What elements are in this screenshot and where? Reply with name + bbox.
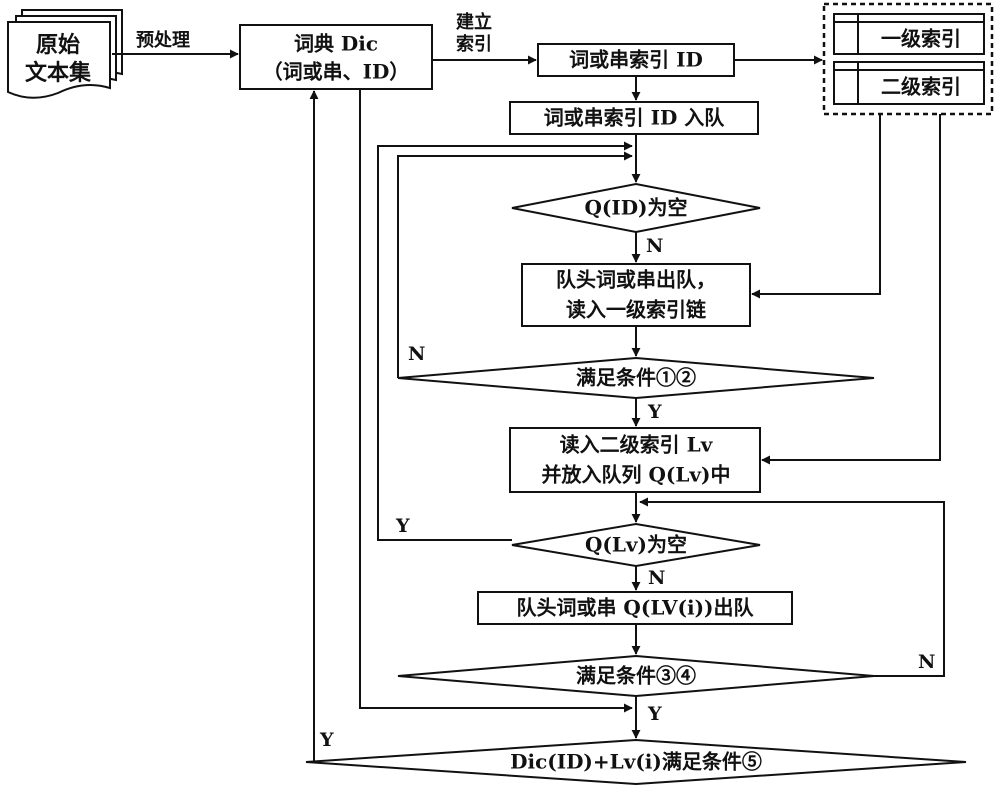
index-panel [822, 2, 994, 116]
raw-corpus-label-line1: 原始 [36, 32, 80, 58]
cond-34-label: 满足条件③④ [576, 664, 696, 688]
level1-index-label: 一级索引 [881, 27, 961, 51]
edge-level2-to-readlv-arrow [761, 114, 941, 465]
edge-dictionary-to-cond5-arrow [359, 89, 633, 713]
edge-cond5-y-label: Y [319, 729, 334, 751]
dequeue-lv-box [477, 591, 793, 625]
dictionary-box [239, 24, 433, 90]
read-lv-label-line2: 并放入队列 Q(Lv)中 [542, 463, 731, 487]
edge-cond12-n-label: N [408, 343, 425, 365]
edge-cond12-n-loop-arrow [397, 151, 633, 378]
edge-preprocess-label: 预处理 [136, 29, 190, 51]
dequeue-head-box [521, 263, 751, 327]
dictionary-label-line2: （词或串、ID） [263, 60, 410, 84]
enqueue-box [509, 101, 759, 135]
edge-cond5-y-loop-arrow [306, 90, 319, 763]
edge-cond34-y-label: Y [647, 703, 662, 725]
edge-cond34-n-label: N [918, 651, 935, 673]
read-lv-label-line1: 读入二级索引 Lv [560, 433, 714, 457]
cond-5-decision [305, 738, 967, 786]
edge-qlv-n-label: N [648, 567, 665, 589]
dictionary-label-line1: 词典 Dic [294, 32, 378, 56]
dequeue-head-label-line1: 队头词或串出队， [556, 268, 716, 292]
cond-12-label: 满足条件①② [576, 366, 696, 390]
edge-build-index-label-1: 建立 [456, 11, 492, 33]
edge-level1-to-dequeue-arrow [751, 114, 881, 299]
index-id-label: 词或串索引 ID [569, 48, 703, 72]
q-id-empty-decision [511, 182, 761, 234]
level2-index-label: 二级索引 [881, 75, 961, 99]
cond-12-decision [397, 356, 875, 400]
dequeue-lv-label: 队头词或串 Q(LV(i))出队 [516, 596, 754, 620]
cond-5-label: Dic(ID)+Lv(i)满足条件⑤ [510, 750, 762, 774]
enqueue-label: 词或串索引 ID 入队 [544, 106, 726, 130]
edge-qlv-y-label: Y [395, 515, 410, 537]
raw-corpus-label-line2: 文本集 [25, 60, 92, 86]
raw-corpus-document-icon [7, 9, 123, 99]
q-id-empty-label: Q(ID)为空 [584, 196, 687, 220]
edge-cond34-n-loop-arrow [639, 497, 945, 677]
dequeue-head-label-line2: 读入一级索引链 [566, 298, 707, 322]
edge-qid-n-label: N [646, 235, 663, 257]
q-lv-empty-decision [511, 522, 761, 568]
q-lv-empty-label: Q(Lv)为空 [585, 533, 687, 557]
edge-build-index-label-2: 索引 [456, 33, 492, 55]
edge-cond12-y-label: Y [647, 401, 662, 423]
read-lv-box [509, 427, 761, 493]
edge-qlv-y-loop-arrow [377, 141, 633, 541]
